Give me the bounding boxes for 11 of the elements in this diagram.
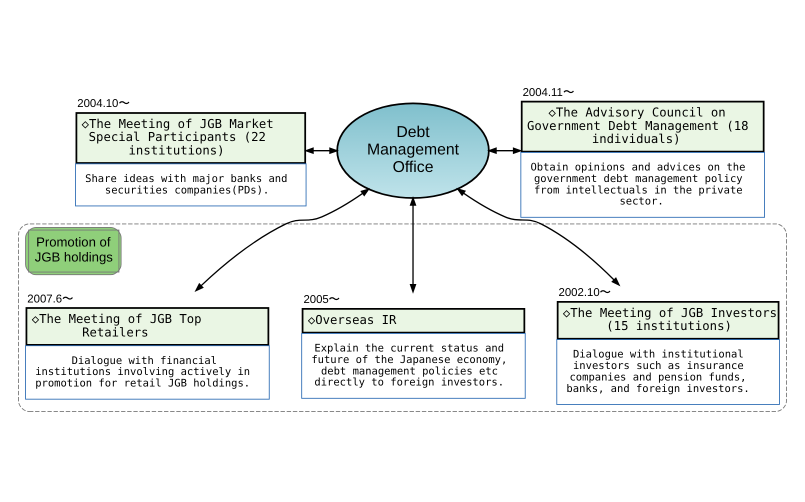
node-label: 2007.6〜	[27, 292, 74, 305]
node-label: 2002.10〜	[558, 286, 611, 299]
arrow	[487, 146, 523, 154]
arrow	[456, 187, 620, 286]
arrow	[410, 196, 416, 294]
node-label: 2005〜	[303, 294, 340, 306]
node-label: 2004.10〜	[77, 98, 130, 110]
arrow	[194, 188, 370, 292]
node-ellipse: Debt Management Office	[336, 102, 490, 198]
arrow	[304, 146, 339, 154]
node-label: 2004.11〜	[522, 86, 574, 98]
